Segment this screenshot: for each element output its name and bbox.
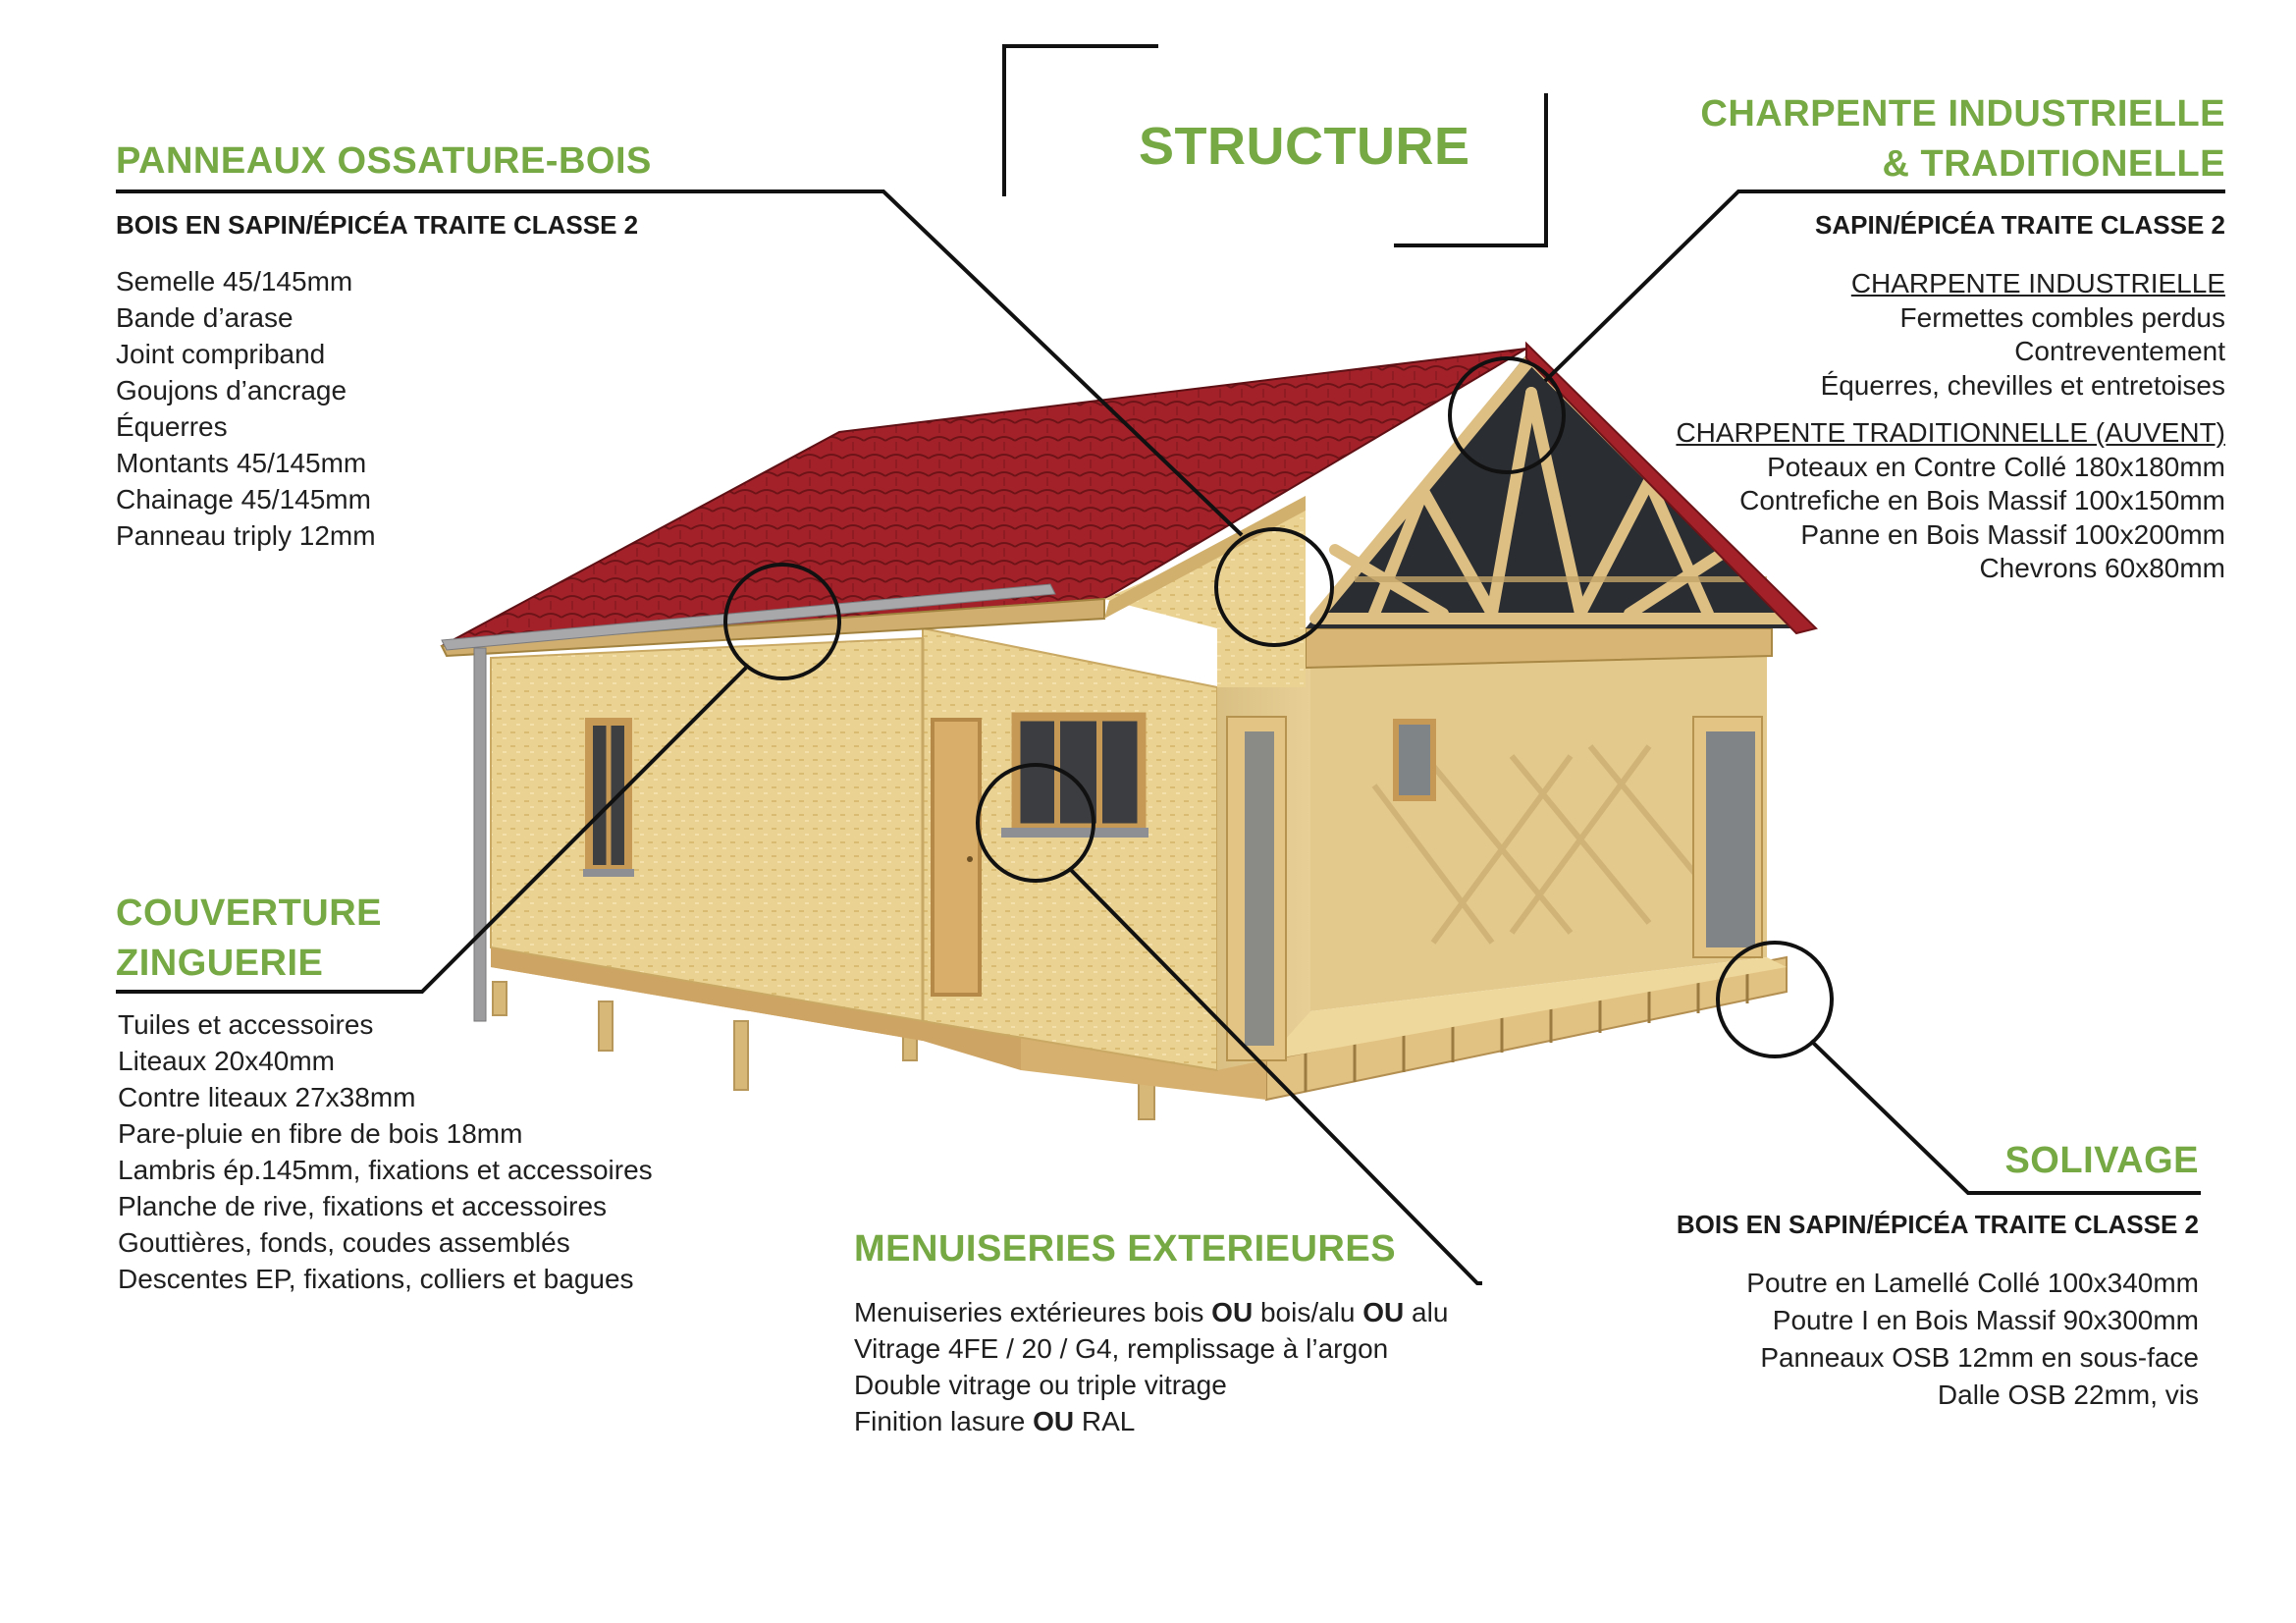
menuiseries-line1-b: bois/alu	[1253, 1297, 1363, 1327]
porch-small-window	[1393, 719, 1436, 801]
couverture-title-line2: ZINGUERIE	[116, 943, 324, 984]
list-item: Poutre en Lamellé Collé 100x340mm	[1746, 1268, 2199, 1298]
list-item: Chevrons 60x80mm	[1979, 553, 2225, 583]
list-item: Contre liteaux 27x38mm	[118, 1082, 416, 1112]
solivage-list: Poutre en Lamellé Collé 100x340mm Poutre…	[1746, 1265, 2199, 1414]
list-item: Lambris ép.145mm, fixations et accessoir…	[118, 1155, 653, 1185]
list-item: Vitrage 4FE / 20 / G4, remplissage à l’a…	[854, 1333, 1389, 1364]
list-item: Descentes EP, fixations, colliers et bag…	[118, 1264, 634, 1294]
panneaux-subtitle: BOIS EN SAPIN/ÉPICÉA TRAITE CLASSE 2	[116, 210, 639, 240]
menuiseries-line4-b: RAL	[1074, 1406, 1136, 1436]
panneaux-list: Semelle 45/145mm Bande d’arase Joint com…	[116, 263, 376, 554]
menuiseries-line4-a: Finition lasure	[854, 1406, 1034, 1436]
charpente-title-line2: & TRADITIONELLE	[1882, 143, 2225, 185]
list-item: Menuiseries extérieures bois OU bois/alu…	[854, 1294, 1448, 1330]
list-item: Gouttières, fonds, coudes assemblés	[118, 1227, 570, 1258]
charpente-title-line1: CHARPENTE INDUSTRIELLE	[1700, 93, 2225, 135]
front-door	[931, 718, 982, 997]
list-item: Montants 45/145mm	[116, 448, 367, 478]
list-item: Semelle 45/145mm	[116, 266, 353, 297]
menuiseries-title: MENUISERIES EXTERIEURES	[854, 1228, 1397, 1270]
list-item: Joint compriband	[116, 339, 326, 369]
menuiseries-list: Menuiseries extérieures bois OU bois/alu…	[854, 1294, 1448, 1439]
menuiseries-ou-3: OU	[1033, 1406, 1075, 1436]
page-title: STRUCTURE	[1139, 117, 1470, 176]
list-item: Poteaux en Contre Collé 180x180mm	[1767, 451, 2225, 482]
list-item: Équerres, chevilles et entretoises	[1820, 369, 2225, 401]
list-item: Double vitrage ou triple vitrage	[854, 1370, 1227, 1400]
couverture-list: Tuiles et accessoires Liteaux 20x40mm Co…	[118, 1006, 653, 1297]
list-item: Panne en Bois Massif 100x200mm	[1800, 518, 2225, 550]
list-item: Goujons d’ancrage	[116, 375, 347, 406]
list-item: Contrefiche en Bois Massif 100x150mm	[1739, 485, 2225, 515]
list-item: Panneau triply 12mm	[116, 520, 376, 551]
list-item: Contreventement	[2014, 336, 2225, 366]
roof-gable-edge	[1525, 341, 1818, 635]
couverture-title-line1: COUVERTURE	[116, 893, 383, 934]
downpipe	[473, 647, 487, 1022]
list-item: Panneaux OSB 12mm en sous-face	[1760, 1342, 2199, 1373]
list-item: Planche de rive, fixations et accessoire…	[118, 1191, 608, 1221]
charpente-traditionnelle-heading: CHARPENTE TRADITIONNELLE (AUVENT)	[1676, 417, 2225, 448]
list-item: Poutre I en Bois Massif 90x300mm	[1772, 1305, 2199, 1335]
list-item: Tuiles et accessoires	[118, 1009, 374, 1040]
charpente-subtitle: SAPIN/ÉPICÉA TRAITE CLASSE 2	[1815, 210, 2225, 240]
list-item: Dalle OSB 22mm, vis	[1937, 1380, 2199, 1410]
menuiseries-line1-a: Menuiseries extérieures bois	[854, 1297, 1212, 1327]
list-item: Bande d’arase	[116, 302, 294, 333]
charpente-industrielle-heading: CHARPENTE INDUSTRIELLE	[1850, 268, 2225, 298]
left-window	[583, 718, 634, 877]
menuiseries-ou-1: OU	[1211, 1297, 1254, 1327]
charpente-list: CHARPENTE INDUSTRIELLE Fermettes combles…	[1676, 267, 2225, 586]
menuiseries-ou-2: OU	[1362, 1297, 1405, 1327]
list-item: Pare-pluie en fibre de bois 18mm	[118, 1118, 523, 1149]
list-item: Finition lasure OU RAL	[854, 1403, 1448, 1439]
front-window	[1001, 712, 1148, 838]
solivage-title: SOLIVAGE	[2004, 1140, 2199, 1181]
list-item: Liteaux 20x40mm	[118, 1046, 336, 1076]
menuiseries-line1-c: alu	[1404, 1297, 1449, 1327]
solivage-subtitle: BOIS EN SAPIN/ÉPICÉA TRAITE CLASSE 2	[1676, 1210, 2199, 1239]
list-item: Chainage 45/145mm	[116, 484, 371, 514]
list-item: Fermettes combles perdus	[1899, 301, 2225, 333]
list-item: Équerres	[116, 411, 228, 442]
panneaux-title: PANNEAUX OSSATURE-BOIS	[116, 140, 652, 182]
